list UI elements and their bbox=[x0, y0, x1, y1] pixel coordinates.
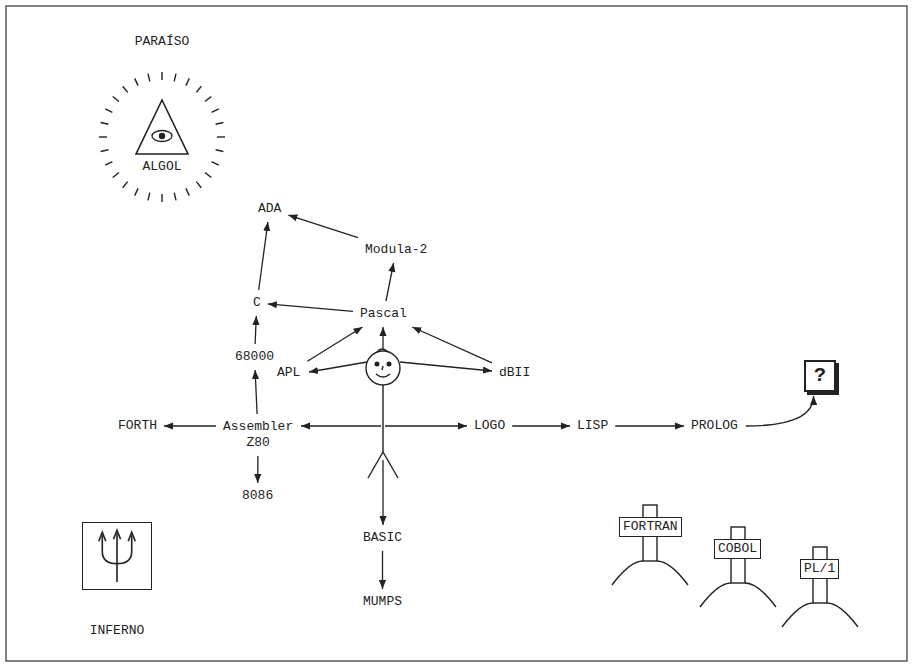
connector-arrow bbox=[307, 327, 362, 361]
language-label: Modula-2 bbox=[361, 240, 431, 260]
node-text: COBOL bbox=[718, 541, 757, 557]
grave-cross bbox=[782, 547, 858, 627]
connector-arrow bbox=[386, 263, 394, 301]
grave-sign: COBOL bbox=[714, 539, 761, 559]
node-text: C bbox=[253, 295, 261, 311]
person-arrows bbox=[301, 327, 492, 525]
language-label: LISP bbox=[573, 416, 612, 436]
arrow-line bbox=[400, 362, 492, 371]
node-text: FORTRAN bbox=[623, 519, 678, 535]
language-label: ADA bbox=[254, 199, 285, 219]
grave-sign: FORTRAN bbox=[619, 517, 682, 537]
language-label: C bbox=[249, 293, 265, 313]
node-text: MUMPS bbox=[363, 594, 402, 610]
node-text: Assembler Z80 bbox=[223, 419, 293, 451]
node-text: APL bbox=[277, 365, 300, 381]
language-label: MUMPS bbox=[359, 592, 406, 612]
node-text: LOGO bbox=[474, 418, 505, 434]
page-frame bbox=[6, 6, 907, 661]
inferno-box: INFERNO bbox=[82, 522, 152, 590]
language-label: 68000 bbox=[231, 347, 278, 367]
node-text: PARAÍSO bbox=[87, 34, 237, 50]
arrow-line bbox=[382, 327, 383, 350]
language-label: dBII bbox=[495, 363, 534, 383]
connector-arrow bbox=[255, 316, 256, 344]
paradise-sunburst bbox=[87, 28, 237, 210]
language-label: Assembler Z80 bbox=[219, 417, 297, 453]
trident-symbol bbox=[83, 523, 151, 589]
connector-arrow bbox=[259, 222, 268, 290]
node-text: FORTH bbox=[118, 418, 157, 434]
arrow-line bbox=[382, 460, 383, 525]
connector-arrow bbox=[268, 304, 353, 312]
connector-arrow bbox=[255, 370, 257, 414]
node-text: 68000 bbox=[235, 349, 274, 365]
node-text: LISP bbox=[577, 418, 608, 434]
connector-arrow bbox=[288, 215, 358, 238]
language-label: PROLOG bbox=[687, 416, 742, 436]
connector-arrow bbox=[257, 456, 258, 483]
paradise-node: PARAÍSO ALGOL bbox=[87, 28, 237, 210]
connector-arrow bbox=[746, 396, 814, 426]
language-label: FORTH bbox=[114, 416, 161, 436]
grave-cross bbox=[700, 527, 776, 607]
connector-arrow bbox=[412, 327, 492, 363]
language-label: BASIC bbox=[359, 528, 406, 548]
node-text: PL/1 bbox=[804, 561, 835, 577]
arrow-line bbox=[385, 425, 467, 426]
node-text: PROLOG bbox=[691, 418, 738, 434]
language-label: Pascal bbox=[356, 304, 411, 324]
arrow-line bbox=[301, 425, 381, 426]
connector-arrow bbox=[164, 425, 216, 426]
node-text: 8086 bbox=[242, 488, 273, 504]
node-text: Pascal bbox=[360, 306, 407, 322]
node-text: INFERNO bbox=[53, 623, 181, 639]
node-text: ? bbox=[814, 364, 826, 388]
node-text: dBII bbox=[499, 365, 530, 381]
language-label: 8086 bbox=[238, 486, 277, 506]
language-label: LOGO bbox=[470, 416, 509, 436]
node-text: Modula-2 bbox=[365, 242, 427, 258]
grave-cross bbox=[612, 505, 688, 585]
question-box: ? bbox=[804, 360, 836, 392]
node-subtext: ALGOL bbox=[87, 159, 237, 175]
node-text: ADA bbox=[258, 201, 281, 217]
language-label: APL bbox=[273, 363, 304, 383]
grave-sign: PL/1 bbox=[800, 559, 839, 579]
connector-arrow bbox=[382, 551, 383, 589]
connector-arrow bbox=[512, 425, 570, 426]
node-text: BASIC bbox=[363, 530, 402, 546]
connector-arrow bbox=[615, 425, 684, 426]
person-figure bbox=[366, 349, 400, 478]
arrow-line bbox=[309, 362, 367, 372]
